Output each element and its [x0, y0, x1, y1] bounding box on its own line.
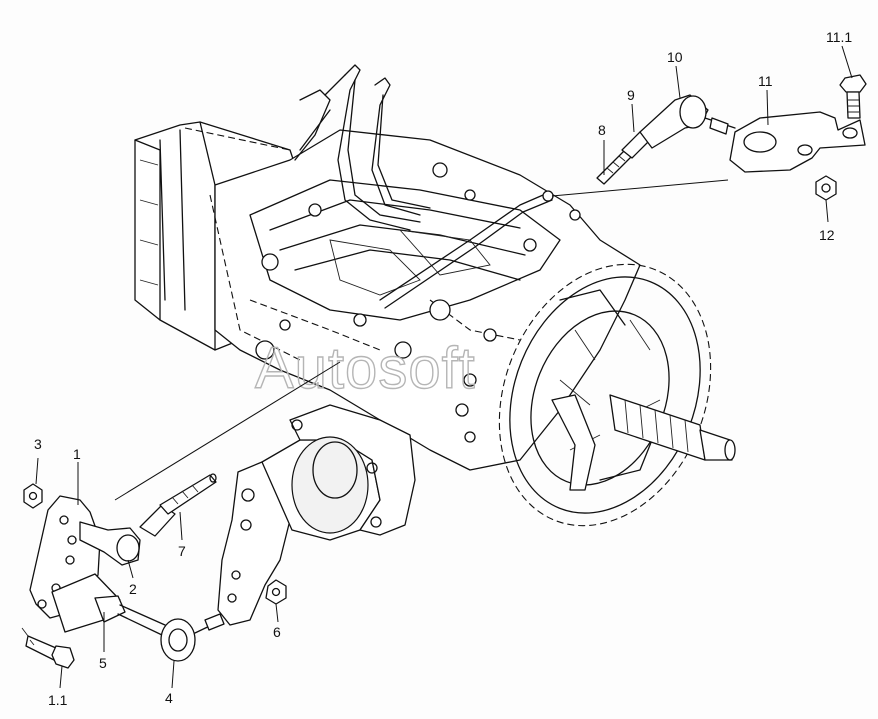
part-1-1-bolt-head	[51, 645, 75, 669]
callout-9: 9	[627, 87, 635, 103]
part-8-rod	[596, 149, 633, 185]
callout-10: 10	[667, 49, 683, 65]
part-3-nut	[23, 483, 43, 509]
callout-5: 5	[99, 655, 107, 671]
part-4-ball-joint	[160, 618, 196, 662]
part-11-1-bolt-head	[839, 74, 867, 93]
gearbox-assembly	[134, 64, 736, 527]
callout-1: 1	[73, 446, 81, 462]
callout-4: 4	[165, 690, 173, 706]
callout-leaders	[35, 45, 853, 689]
watermark-text: Autosoft	[255, 336, 476, 401]
callout-6: 6	[273, 624, 281, 640]
part-7-rod	[159, 474, 217, 515]
callout-3: 3	[34, 436, 42, 452]
callout-11: 11	[758, 73, 773, 89]
upper-linkage-parts	[551, 74, 867, 201]
part-11-bracket	[729, 111, 866, 173]
callout-2: 2	[129, 581, 137, 597]
part-12-nut	[815, 175, 837, 201]
callout-1-1: 1.1	[48, 692, 68, 708]
part-6-nut	[265, 579, 287, 605]
callout-11-1: 11.1	[826, 29, 852, 45]
lower-linkage-parts	[21, 361, 416, 669]
callout-8: 8	[598, 122, 606, 138]
callout-12: 12	[819, 227, 835, 243]
casing-bolts	[255, 162, 581, 443]
callout-labels: 1 3 2 7 5 4 6 1.1 8 9 10 11 11.1 12	[34, 29, 852, 708]
callout-7: 7	[178, 543, 186, 559]
part-1-1-bolt-shank	[25, 635, 57, 661]
